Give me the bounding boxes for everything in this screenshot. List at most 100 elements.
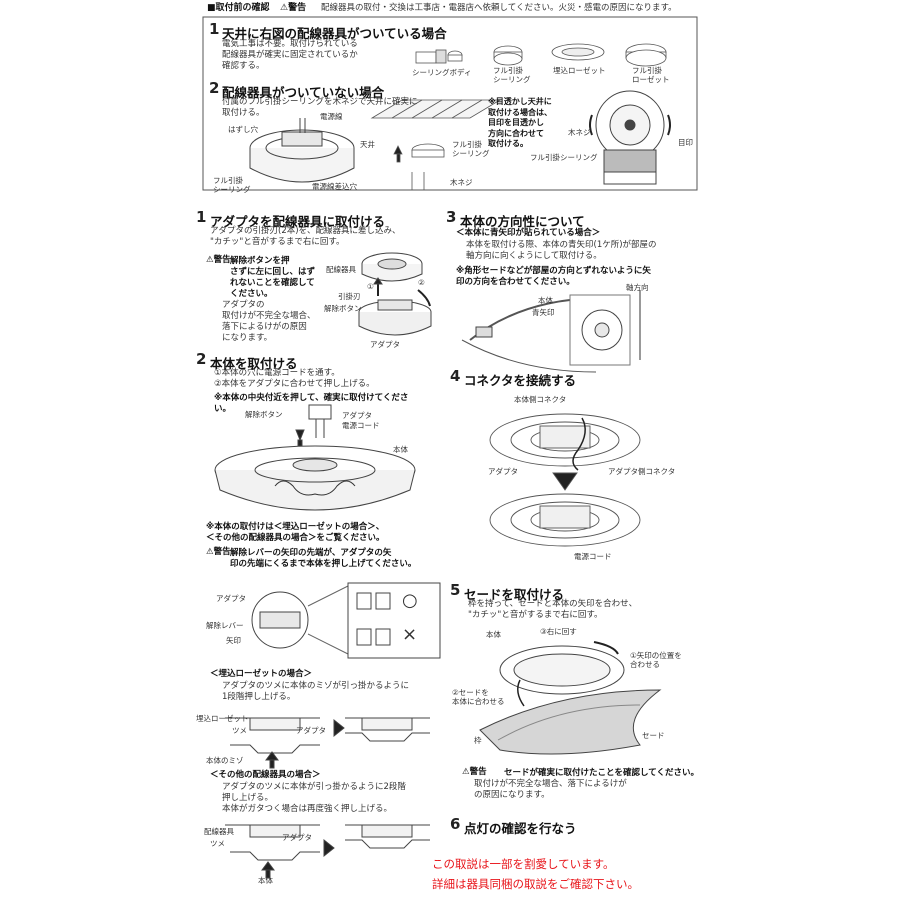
label-embed-groove: 本体のミゾ bbox=[206, 756, 244, 765]
pre-step1-title: 天井に右図の配線器具がついている場合 bbox=[222, 26, 447, 41]
label-lever-adapter: アダプタ bbox=[216, 594, 246, 603]
step2-title: 本体を取付ける bbox=[210, 356, 298, 371]
step2-warn-label: ⚠警告 bbox=[206, 547, 231, 557]
label-embed-rosette: 埋込ローゼット bbox=[196, 714, 249, 723]
mark-ok: ○ bbox=[402, 590, 418, 611]
label-s4-cord: 電源コード bbox=[574, 552, 612, 561]
top-warning-label: ⚠警告 bbox=[280, 3, 307, 13]
connector-diagram bbox=[489, 413, 641, 547]
label-s4-adapter: アダプタ bbox=[488, 467, 518, 476]
step5-warn-label: ⚠警告 bbox=[462, 767, 487, 777]
label-s3-arrow: 青矢印 bbox=[532, 308, 555, 317]
step4-number: 4 bbox=[450, 367, 461, 385]
step1-title: アダプタを配線器具に取付ける bbox=[210, 214, 386, 229]
footer-line1: この取説は一部を割愛しています。 bbox=[432, 857, 615, 871]
footer-line2: 詳細は器具同梱の取説をご確認下さい。 bbox=[432, 877, 639, 891]
label-wire: 電源線 bbox=[320, 112, 343, 121]
label-adapter-connector: アダプタ側コネクタ bbox=[608, 467, 676, 476]
label-ceiling-mid: フル引掛 シーリング bbox=[452, 140, 490, 158]
step1-warn-bold: 解除ボタンを押 さずに左に回し、はず れないことを確認して ください。 bbox=[230, 256, 316, 299]
embed-body: アダプタのツメに本体のミゾが引っ掛かるように 1段階押し上げる。 bbox=[222, 681, 410, 702]
label-adapter: アダプタ bbox=[370, 340, 400, 349]
step3-sub: ＜本体に青矢印が貼られている場合＞ bbox=[456, 228, 601, 238]
pre-step2-note: ※目透かし天井に 取付ける場合は、 目印を目透かし 方向に合わせて 取付ける。 bbox=[488, 97, 552, 148]
device-label-embed-rosette: 埋込ローゼット bbox=[553, 66, 606, 75]
step3-note: ※角形セードなどが部屋の方向とずれないように矢 印の方向を合わせてください。 bbox=[456, 266, 651, 287]
other-fixture-section bbox=[225, 824, 430, 879]
label-s5-align1: ①矢印の位置を 合わせる bbox=[630, 651, 682, 669]
direction-diagram bbox=[461, 290, 641, 373]
label-embed-adapter: アダプタ bbox=[296, 726, 326, 735]
label-tenjo: 天井 bbox=[360, 140, 375, 149]
label-adapter-2: アダプタ bbox=[342, 411, 372, 420]
label-other-claw: ツメ bbox=[210, 839, 225, 848]
device-full-ceiling-icon bbox=[493, 45, 523, 66]
label-release-button-2: 解除ボタン bbox=[245, 410, 283, 419]
label-s5-shade: セード bbox=[642, 731, 665, 740]
ceiling-rotation-diagram bbox=[589, 90, 671, 185]
label-wire-hole: 電源線差込穴 bbox=[312, 182, 357, 191]
label-s5-align2: ②セードを 本体に合わせる bbox=[452, 688, 505, 706]
label-embed-claw: ツメ bbox=[232, 726, 247, 735]
step1-warn-text: アダプタの 取付けが不完全な場合、 落下によるけがの原因 になります。 bbox=[222, 300, 316, 343]
label-circle1: ① bbox=[367, 282, 374, 291]
label-s5-frame: 枠 bbox=[474, 736, 482, 745]
embed-rosette-section bbox=[225, 717, 430, 769]
label-s3-body: 本体 bbox=[538, 296, 553, 305]
label-cord: 電源コード bbox=[342, 421, 380, 430]
step5-title: セードを取付ける bbox=[464, 587, 565, 602]
label-body-connector: 本体側コネクタ bbox=[514, 395, 567, 404]
step5-warn-bold: セードが確実に取付けたことを確認してください。 bbox=[504, 768, 699, 778]
embed-title: ＜埋込ローゼットの場合＞ bbox=[210, 669, 313, 679]
step5-number: 5 bbox=[450, 581, 461, 599]
step5-warn-text: 取付けが不完全な場合、落下によるけが の原因になります。 bbox=[474, 779, 627, 800]
device-label-full-ceiling: フル引掛 シーリング bbox=[493, 66, 531, 84]
label-s3-axis: 軸方向 bbox=[626, 283, 649, 292]
step2-note2: ※本体の取付けは＜埋込ローゼットの場合＞、 ＜その他の配線器具の場合＞をご覧くだ… bbox=[206, 522, 385, 543]
pre-step1-body: 電気工事は不要。取付けられている 配線器具が確実に固定されているか 確認する。 bbox=[222, 39, 358, 71]
label-other-adapter: アダプタ bbox=[282, 833, 312, 842]
step2-warn-bold: 解除レバーの矢印の先端が、アダプタの矢 印の先端にくるまで本体を押し上げてくださ… bbox=[230, 548, 417, 569]
label-screw: 木ネジ bbox=[450, 178, 473, 187]
ceiling-grid-diagram bbox=[370, 99, 502, 190]
step3-body: 本体を取付ける際、本体の青矢印(1ケ所)が部屋の 軸方向に向くようにして取付ける… bbox=[466, 240, 657, 261]
label-mark: 目印 bbox=[678, 138, 693, 147]
label-blade: 引掛刃 bbox=[338, 292, 361, 301]
step1-warn-label: ⚠警告 bbox=[206, 255, 231, 265]
label-ceiling-right: フル引掛シーリング bbox=[530, 153, 598, 162]
label-other-body: 本体 bbox=[258, 876, 273, 885]
label-lever: 解除レバー bbox=[206, 621, 244, 630]
label-ceiling-left: フル引掛 シーリング bbox=[213, 176, 251, 194]
step3-title: 本体の方向性について bbox=[460, 214, 585, 229]
step5-body: 枠を持って、セードと本体の矢印を合わせ、 "カチッ"と音がするまで右に回す。 bbox=[468, 599, 638, 620]
top-warning-text: 配線器具の取付・交換は工事店・電器店へ依頼してください。火災・感電の原因になりま… bbox=[321, 3, 677, 13]
label-screw-right: 木ネジ bbox=[568, 128, 591, 137]
step1-number: 1 bbox=[196, 208, 207, 226]
body-install-diagram bbox=[214, 404, 416, 511]
precheck-title: ■取付前の確認 bbox=[207, 3, 270, 13]
step6-title: 点灯の確認を行なう bbox=[464, 821, 577, 836]
pre-step2-body: 付属のフル引掛シーリングを木ネジで天井に確実に 取付ける。 bbox=[222, 97, 418, 118]
step6-number: 6 bbox=[450, 815, 461, 833]
label-hole: はずし穴 bbox=[228, 125, 258, 134]
device-full-rosette-icon bbox=[625, 43, 667, 67]
step2-note: ※本体の中央付近を押して、確実に取付けてくださ い。 bbox=[214, 393, 409, 414]
label-body: 本体 bbox=[393, 445, 408, 454]
label-circle2: ② bbox=[418, 278, 425, 287]
device-embed-rosette-icon bbox=[551, 43, 605, 61]
shade-diagram bbox=[479, 641, 662, 755]
label-lever-arrow: 矢印 bbox=[226, 636, 241, 645]
lever-diagram bbox=[251, 582, 441, 659]
other-body: アダプタのツメに本体が引っ掛かるように2段階 押し上げる。 本体がガタつく場合は… bbox=[222, 782, 406, 814]
step4-title: コネクタを接続する bbox=[464, 373, 577, 388]
precheck-box bbox=[202, 16, 698, 191]
step1-body: アダプタの引掛刃(2本)を、配線器具に差し込み、 "カチッ"と音がするまで右に回… bbox=[210, 226, 401, 247]
other-title: ＜その他の配線器具の場合＞ bbox=[210, 770, 321, 780]
label-release-button: 解除ボタン bbox=[324, 304, 362, 313]
label-s5-turn: ③右に回す bbox=[540, 627, 577, 636]
mark-ng: × bbox=[402, 624, 418, 645]
label-s5-body: 本体 bbox=[486, 630, 501, 639]
full-ceiling-diagram bbox=[249, 118, 355, 183]
pre-step1-number: 1 bbox=[209, 20, 220, 38]
